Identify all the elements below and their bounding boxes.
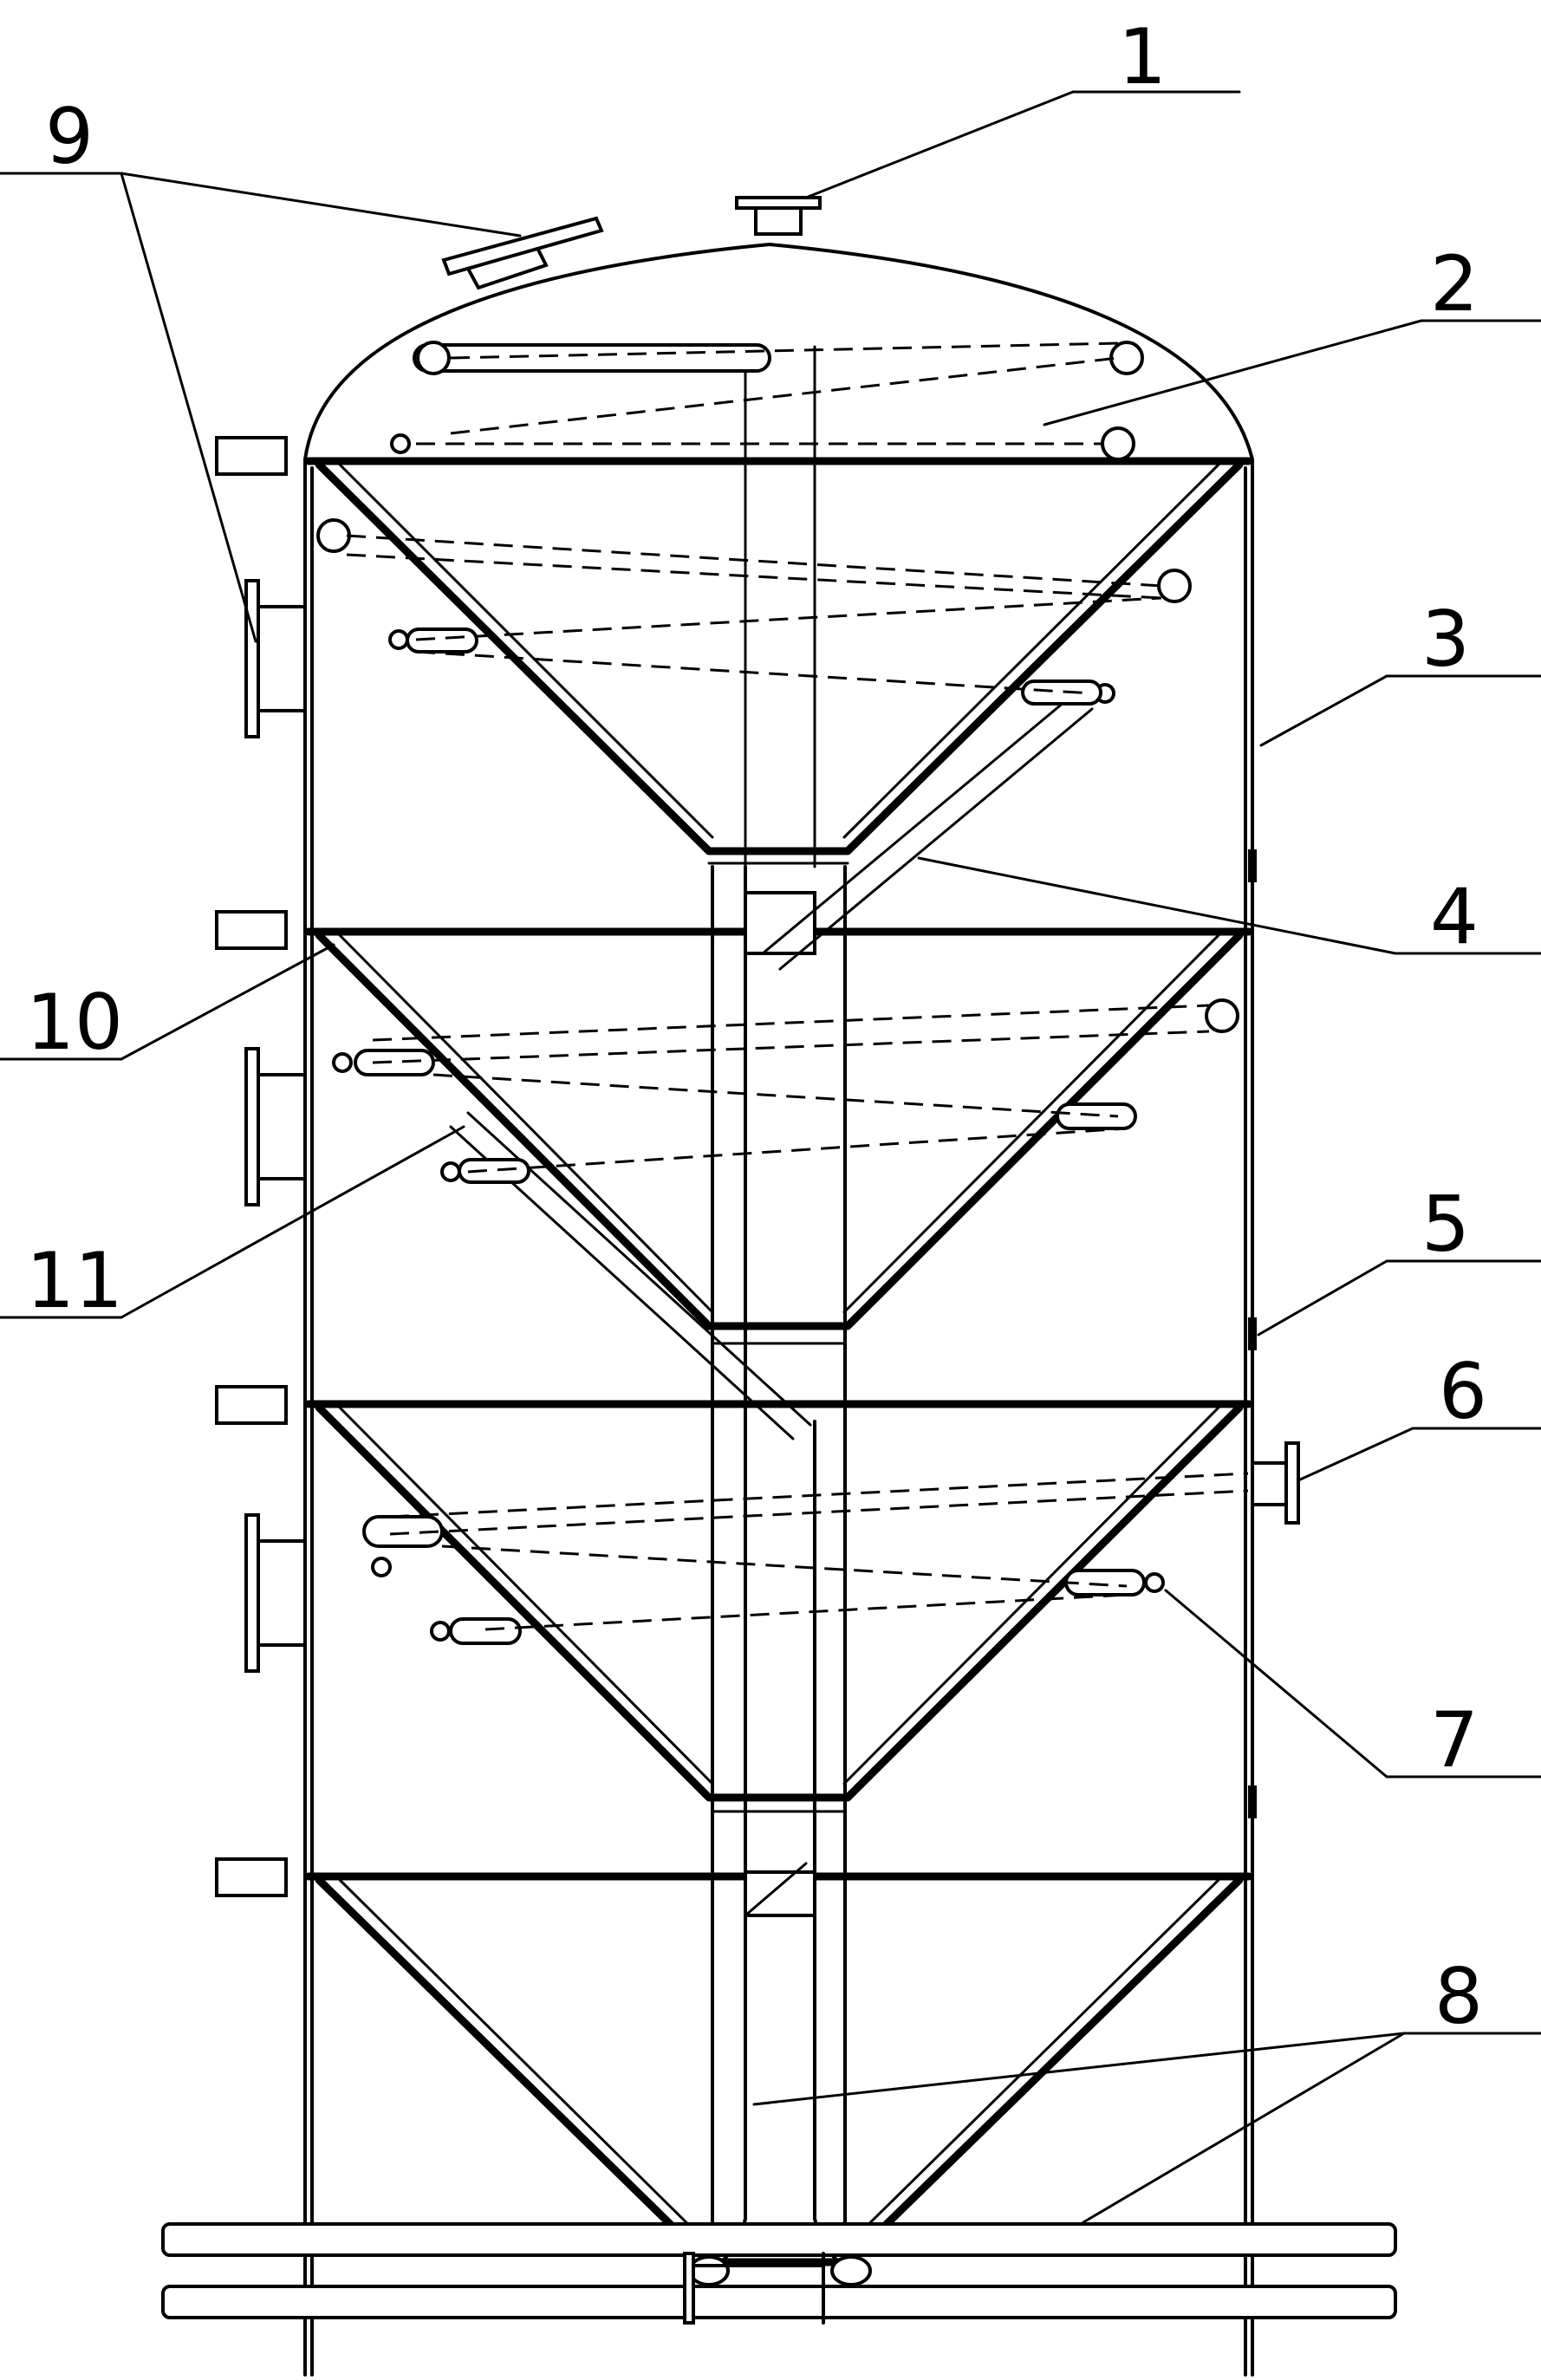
- bottom-pipes: [161, 2222, 1397, 2325]
- manhole-nozzle: [441, 216, 604, 290]
- right-nozzle: [1251, 1441, 1300, 1525]
- callout-1: 1: [1118, 12, 1167, 101]
- callouts: 1 2 3 4 5 6 7 8 9 1: [0, 12, 1541, 2224]
- top-nozzle: [735, 196, 822, 236]
- central-pipes: [449, 345, 1094, 2286]
- coil-tubes: [316, 341, 1249, 1645]
- callout-3: 3: [1421, 595, 1470, 684]
- callout-5: 5: [1421, 1180, 1470, 1269]
- callout-4: 4: [1430, 872, 1479, 961]
- callout-2: 2: [1430, 239, 1479, 328]
- callout-6: 6: [1439, 1347, 1487, 1436]
- conical-hoppers: [315, 460, 1244, 2266]
- callout-9: 9: [45, 92, 94, 181]
- callout-11: 11: [26, 1236, 123, 1325]
- side-flanges: [215, 436, 1300, 1897]
- callout-7: 7: [1430, 1695, 1479, 1785]
- callout-10: 10: [26, 978, 123, 1067]
- vessel-shell: [303, 243, 1257, 2377]
- callout-8: 8: [1434, 1952, 1483, 2041]
